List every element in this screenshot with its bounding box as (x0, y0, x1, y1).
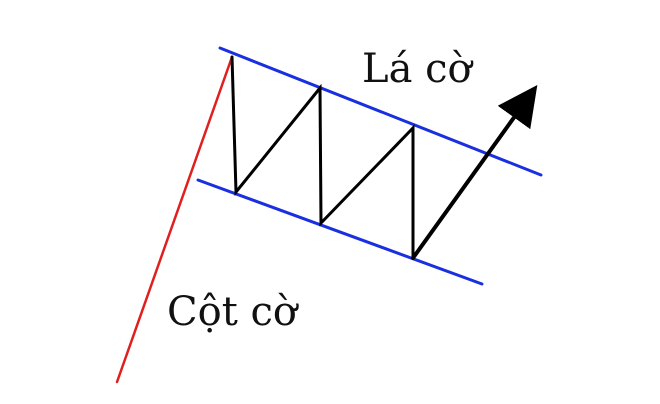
price-zigzag-line (230, 55, 415, 260)
pole-label: Cột cờ (167, 289, 299, 335)
flag-pole-line (115, 55, 234, 384)
flag-lower-channel-line (196, 178, 484, 286)
flag-label: Lá cờ (362, 46, 474, 92)
arrow-up-right-icon (411, 85, 538, 260)
